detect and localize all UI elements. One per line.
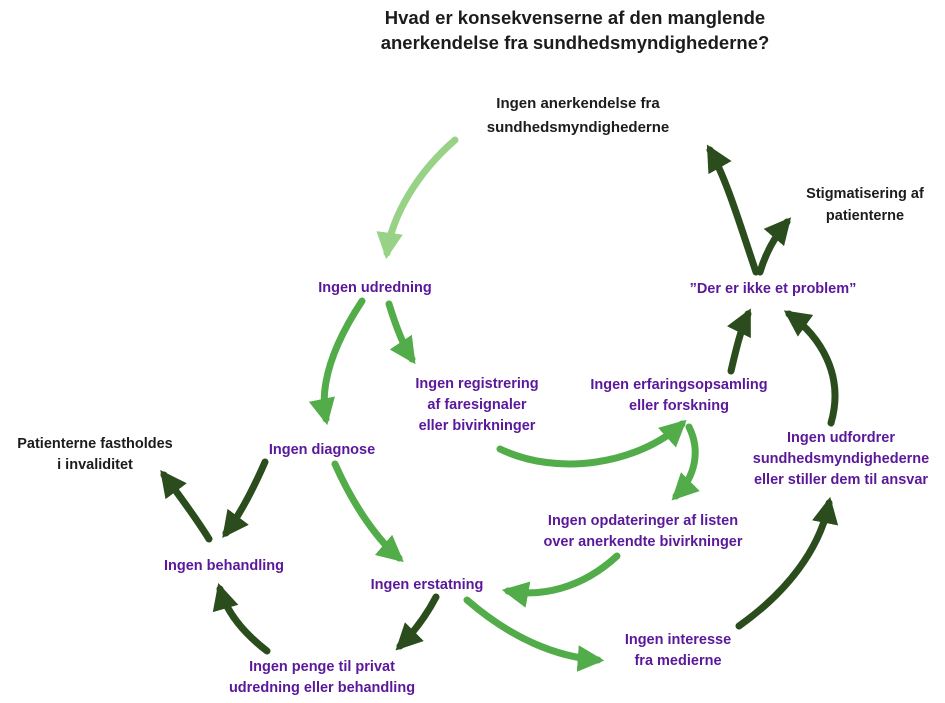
arrow-udfordrer-to-problem — [783, 310, 839, 427]
node-ingen-udfordrer: Ingen udfordrer sundhedsmyndighederne el… — [752, 430, 930, 488]
node-ingen-penge: Ingen penge til privat udredning eller b… — [228, 659, 416, 696]
node-ingen-behandling: Ingen behandling — [163, 558, 285, 574]
arrow-interesse-to-udfordrer — [735, 496, 839, 630]
arrow-anerkendelse-to-udredning — [376, 136, 459, 260]
arrow-erfaringsopsamling-to-opdateringer — [671, 423, 700, 501]
arrow-problem-to-stigmatisering — [756, 217, 792, 276]
arrow-udredning-to-diagnose — [308, 297, 366, 426]
node-ingen-diagnose: Ingen diagnose — [268, 442, 376, 458]
arrow-problem-to-anerkendelse — [706, 144, 760, 276]
node-stigmatisering: Stigmatisering af patienterne — [806, 186, 924, 224]
node-ingen-erstatning: Ingen erstatning — [370, 577, 484, 593]
node-ingen-anerkendelse: Ingen anerkendelse fra sundhedsmyndighed… — [486, 95, 670, 136]
node-ingen-interesse: Ingen interesse fra medierne — [624, 632, 732, 669]
arrow-diagnose-to-erstatning — [331, 460, 404, 563]
page-title: Hvad er konsekvenserne af den manglende … — [380, 7, 770, 53]
arrow-opdateringer-to-erstatning — [501, 552, 621, 608]
arrow-udredning-to-registrering — [385, 300, 416, 365]
node-ingen-opdateringer: Ingen opdateringer af listen over anerke… — [543, 513, 743, 550]
node-ingen-erfaringsopsamling: Ingen erfaringsopsamling eller forskning — [590, 377, 768, 414]
node-ingen-registrering: Ingen registrering af faresignaler eller… — [415, 376, 539, 434]
arrow-penge-to-behandling — [212, 582, 271, 655]
node-der-er-ikke-et-problem: ”Der er ikke et problem” — [689, 281, 857, 297]
arrow-erstatning-to-penge — [395, 593, 440, 651]
arrow-diagnose-to-behandling — [222, 458, 269, 539]
node-ingen-udredning: Ingen udredning — [318, 280, 432, 296]
arrow-behandling-to-fastholdes — [160, 469, 213, 543]
arrow-erfaringsopsamling-to-problem — [727, 308, 752, 375]
node-patienterne-fastholdes: Patienterne fastholdes i invaliditet — [17, 436, 173, 473]
arrow-registrering-to-erfaringsopsamling — [496, 419, 687, 468]
arrow-erstatning-to-interesse — [463, 596, 605, 672]
